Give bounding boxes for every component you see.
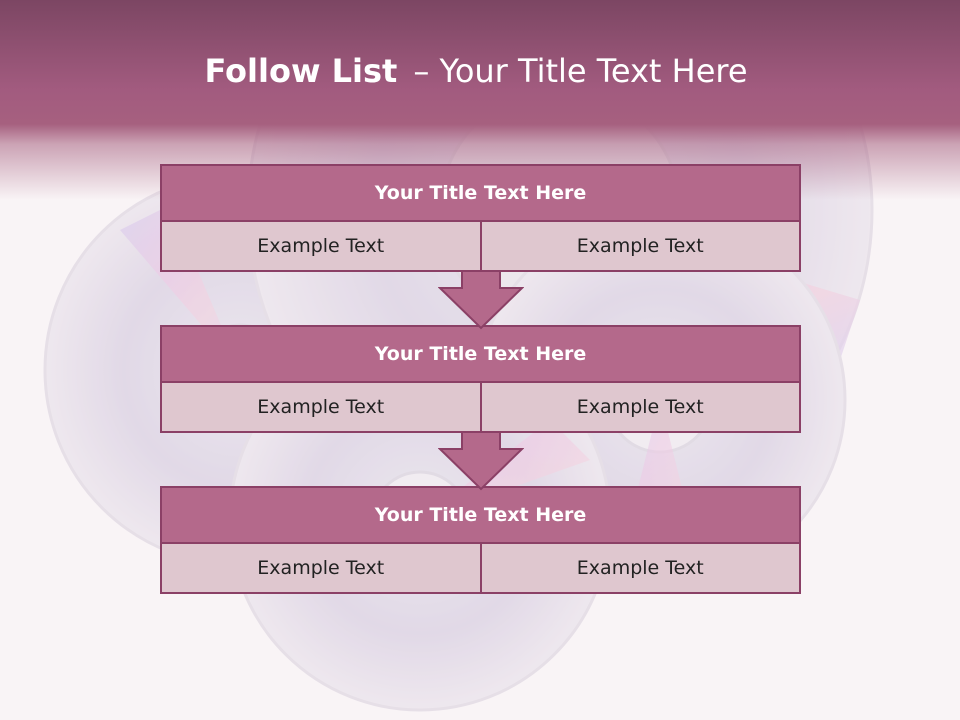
step-title: Your Title Text Here	[162, 166, 799, 222]
step-box-2: Your Title Text Here Example Text Exampl…	[160, 325, 801, 433]
slide-title-rest: – Your Title Text Here	[413, 52, 748, 90]
step-row: Example Text Example Text	[162, 222, 799, 270]
step-title: Your Title Text Here	[162, 327, 799, 383]
slide-title-bold: Follow List	[204, 52, 398, 90]
step-box-3: Your Title Text Here Example Text Exampl…	[160, 486, 801, 594]
step-title: Your Title Text Here	[162, 488, 799, 544]
down-arrow-icon	[438, 270, 524, 330]
step-cell-left: Example Text	[162, 544, 480, 592]
step-cell-right: Example Text	[479, 383, 799, 431]
step-cell-left: Example Text	[162, 222, 480, 270]
down-arrow-icon	[438, 431, 524, 491]
step-cell-right: Example Text	[479, 222, 799, 270]
step-row: Example Text Example Text	[162, 383, 799, 431]
step-row: Example Text Example Text	[162, 544, 799, 592]
step-cell-right: Example Text	[479, 544, 799, 592]
slide-title: Follow List – Your Title Text Here	[0, 52, 960, 90]
step-box-1: Your Title Text Here Example Text Exampl…	[160, 164, 801, 272]
step-cell-left: Example Text	[162, 383, 480, 431]
